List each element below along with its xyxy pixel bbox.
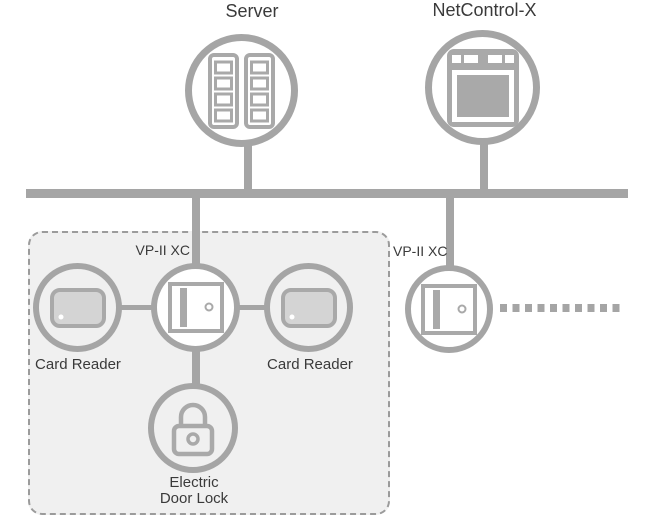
network-bus-line <box>26 189 628 198</box>
netcontrol-label: NetControl-X <box>432 0 537 20</box>
door-icon <box>421 283 477 335</box>
door-lock-label: Electric Door Lock <box>134 475 254 507</box>
continuation-dotted-line <box>500 304 620 312</box>
card-reader-right-node-circle <box>264 263 353 352</box>
vp-right-label: VP-II XC <box>393 243 448 259</box>
server-node-circle <box>185 34 298 147</box>
vp-center-drop-line <box>192 196 200 266</box>
netcontrol-node-circle <box>425 30 540 145</box>
reader-right-connector-line <box>236 305 268 310</box>
vp-center-label: VP-II XC <box>135 242 190 258</box>
server-drop-line <box>244 145 252 191</box>
door-lock-node-circle <box>148 383 238 473</box>
door-icon <box>167 282 224 333</box>
card-reader-left-node-circle <box>33 263 122 352</box>
card-reader-icon <box>280 287 337 328</box>
server-label: Server <box>225 1 279 21</box>
server-rack-icon <box>208 52 275 129</box>
vp-center-node-circle <box>151 263 240 352</box>
netcontrol-drop-line <box>480 142 488 191</box>
door-lock-drop-line <box>192 350 200 386</box>
door-lock-label-line2: Door Lock <box>159 490 229 507</box>
vp-right-drop-line <box>446 196 454 268</box>
card-reader-right-label: Card Reader <box>267 356 353 373</box>
padlock-icon <box>171 402 215 457</box>
reader-left-connector-line <box>118 305 156 310</box>
card-reader-icon <box>49 287 106 328</box>
control-panel-icon <box>446 48 519 127</box>
vp-right-node-circle <box>405 265 493 353</box>
door-lock-label-line1: Electric <box>169 474 219 491</box>
card-reader-left-label: Card Reader <box>35 356 121 373</box>
